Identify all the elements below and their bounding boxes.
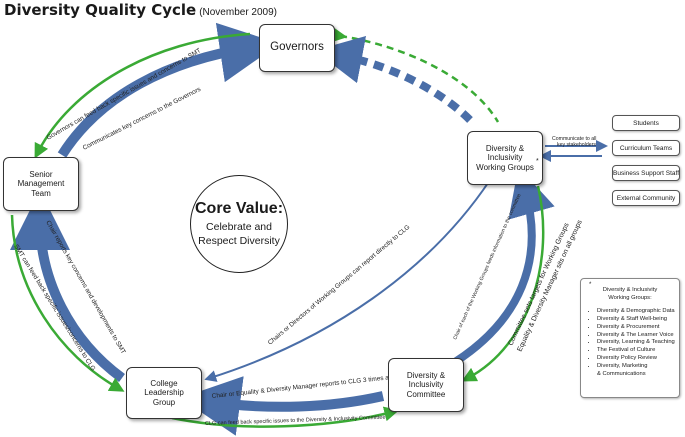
node-college-leadership-group[interactable]: College Leadership Group xyxy=(126,367,202,419)
arrow-dic-to-governors-dashed xyxy=(314,35,473,123)
clg-line1: College xyxy=(150,378,178,388)
diw-line2: Inclusivity xyxy=(487,153,523,163)
legend-item: Diversity, Marketing xyxy=(597,363,679,371)
legend-item: Diversity & Demographic Data xyxy=(597,308,679,316)
arrow-smt-to-governors xyxy=(57,22,280,158)
legend-item: Diversity Policy Review xyxy=(597,355,679,363)
working-groups-asterisk: * xyxy=(536,158,539,165)
clg-line2: Leadership xyxy=(144,388,184,398)
diw-line3: Working Groups xyxy=(476,162,534,172)
node-governors[interactable]: Governors xyxy=(259,24,335,72)
legend-item-continuation: & Communications xyxy=(597,370,646,377)
legend-item: Diversity, Learning & Teaching xyxy=(597,339,679,347)
stakeholder-curriculum-teams-label: Curriculum Teams xyxy=(619,144,673,152)
core-value-line2: Respect Diversity xyxy=(198,234,280,247)
arrow-clg-to-smt xyxy=(10,190,125,383)
legend-item: Diversity & The Learner Voice xyxy=(597,332,679,340)
arrow-committee-to-working-groups xyxy=(452,166,555,366)
label-smt-feedback-clg: SMT can feed back specific issues/concer… xyxy=(12,243,96,372)
stakeholder-external-community[interactable]: External Community xyxy=(612,190,680,206)
legend-asterisk: * xyxy=(589,282,592,288)
arrow-clg-feedback xyxy=(171,406,400,428)
label-stakeholders-2: key stakeholders xyxy=(557,142,596,148)
stakeholder-business-support-label: Business Support Staff xyxy=(613,169,680,177)
node-senior-management-team[interactable]: Senior Management Team xyxy=(3,157,79,211)
label-smt-to-gov: Communicates key concerns to the Governo… xyxy=(82,86,202,152)
arrow-committee-to-clg xyxy=(180,376,385,436)
diw-line1: Diversity & xyxy=(485,143,525,153)
dic-line3: Committee xyxy=(406,389,446,399)
page-title: Diversity Quality Cycle(November 2009) xyxy=(4,1,277,20)
core-value-line1: Celebrate and xyxy=(206,220,272,233)
label-committee-targets-2: Equality & Diversity Manager sits on all… xyxy=(516,219,584,353)
node-diversity-committee[interactable]: Diversity & Inclusivity Committee xyxy=(388,358,464,412)
stakeholder-external-community-label: External Community xyxy=(616,194,676,202)
smt-line3: Team xyxy=(31,188,51,198)
core-value-heading: Core Value: xyxy=(194,199,284,217)
dic-line1: Diversity & xyxy=(406,370,446,380)
label-stakeholders-1: Communicate to all xyxy=(552,136,596,142)
arrow-governors-to-dic-dashed xyxy=(331,27,500,123)
dic-line2: Inclusivity xyxy=(408,380,444,390)
smt-line2: Management xyxy=(17,179,65,189)
legend-item: Diversity & Procurement xyxy=(597,324,679,332)
clg-line3: Group xyxy=(152,397,176,407)
label-committee-targets-1: Committee sets targets for Working Group… xyxy=(507,222,570,347)
smt-line1: Senior xyxy=(29,169,53,179)
stakeholder-business-support[interactable]: Business Support Staff xyxy=(612,165,680,181)
node-diversity-working-groups[interactable]: Diversity & Inclusivity Working Groups xyxy=(467,131,543,185)
arrow-working-groups-to-committee xyxy=(461,185,545,382)
arrow-working-groups-to-clg xyxy=(204,179,491,382)
legend-item: Diversity & Staff Well-being xyxy=(597,316,679,324)
legend-heading-1: Diversity & Inclusivity xyxy=(602,287,658,293)
core-value-circle: Core Value: Celebrate and Respect Divers… xyxy=(190,175,288,273)
legend-item: The Festival of Culture xyxy=(597,347,679,355)
stakeholder-students-label: Students xyxy=(633,119,659,127)
stakeholder-curriculum-teams[interactable]: Curriculum Teams xyxy=(612,140,680,156)
arrow-smt-feedback-clg xyxy=(10,214,125,392)
working-groups-legend: * Diversity & Inclusivity Working Groups… xyxy=(580,278,680,398)
node-governors-label: Governors xyxy=(270,41,324,54)
arrow-governors-feedback xyxy=(34,32,251,159)
legend-heading-2: Working Groups: xyxy=(608,294,652,301)
title-main: Diversity Quality Cycle xyxy=(4,1,197,19)
title-date: (November 2009) xyxy=(199,7,277,18)
stakeholder-students[interactable]: Students xyxy=(612,115,680,131)
